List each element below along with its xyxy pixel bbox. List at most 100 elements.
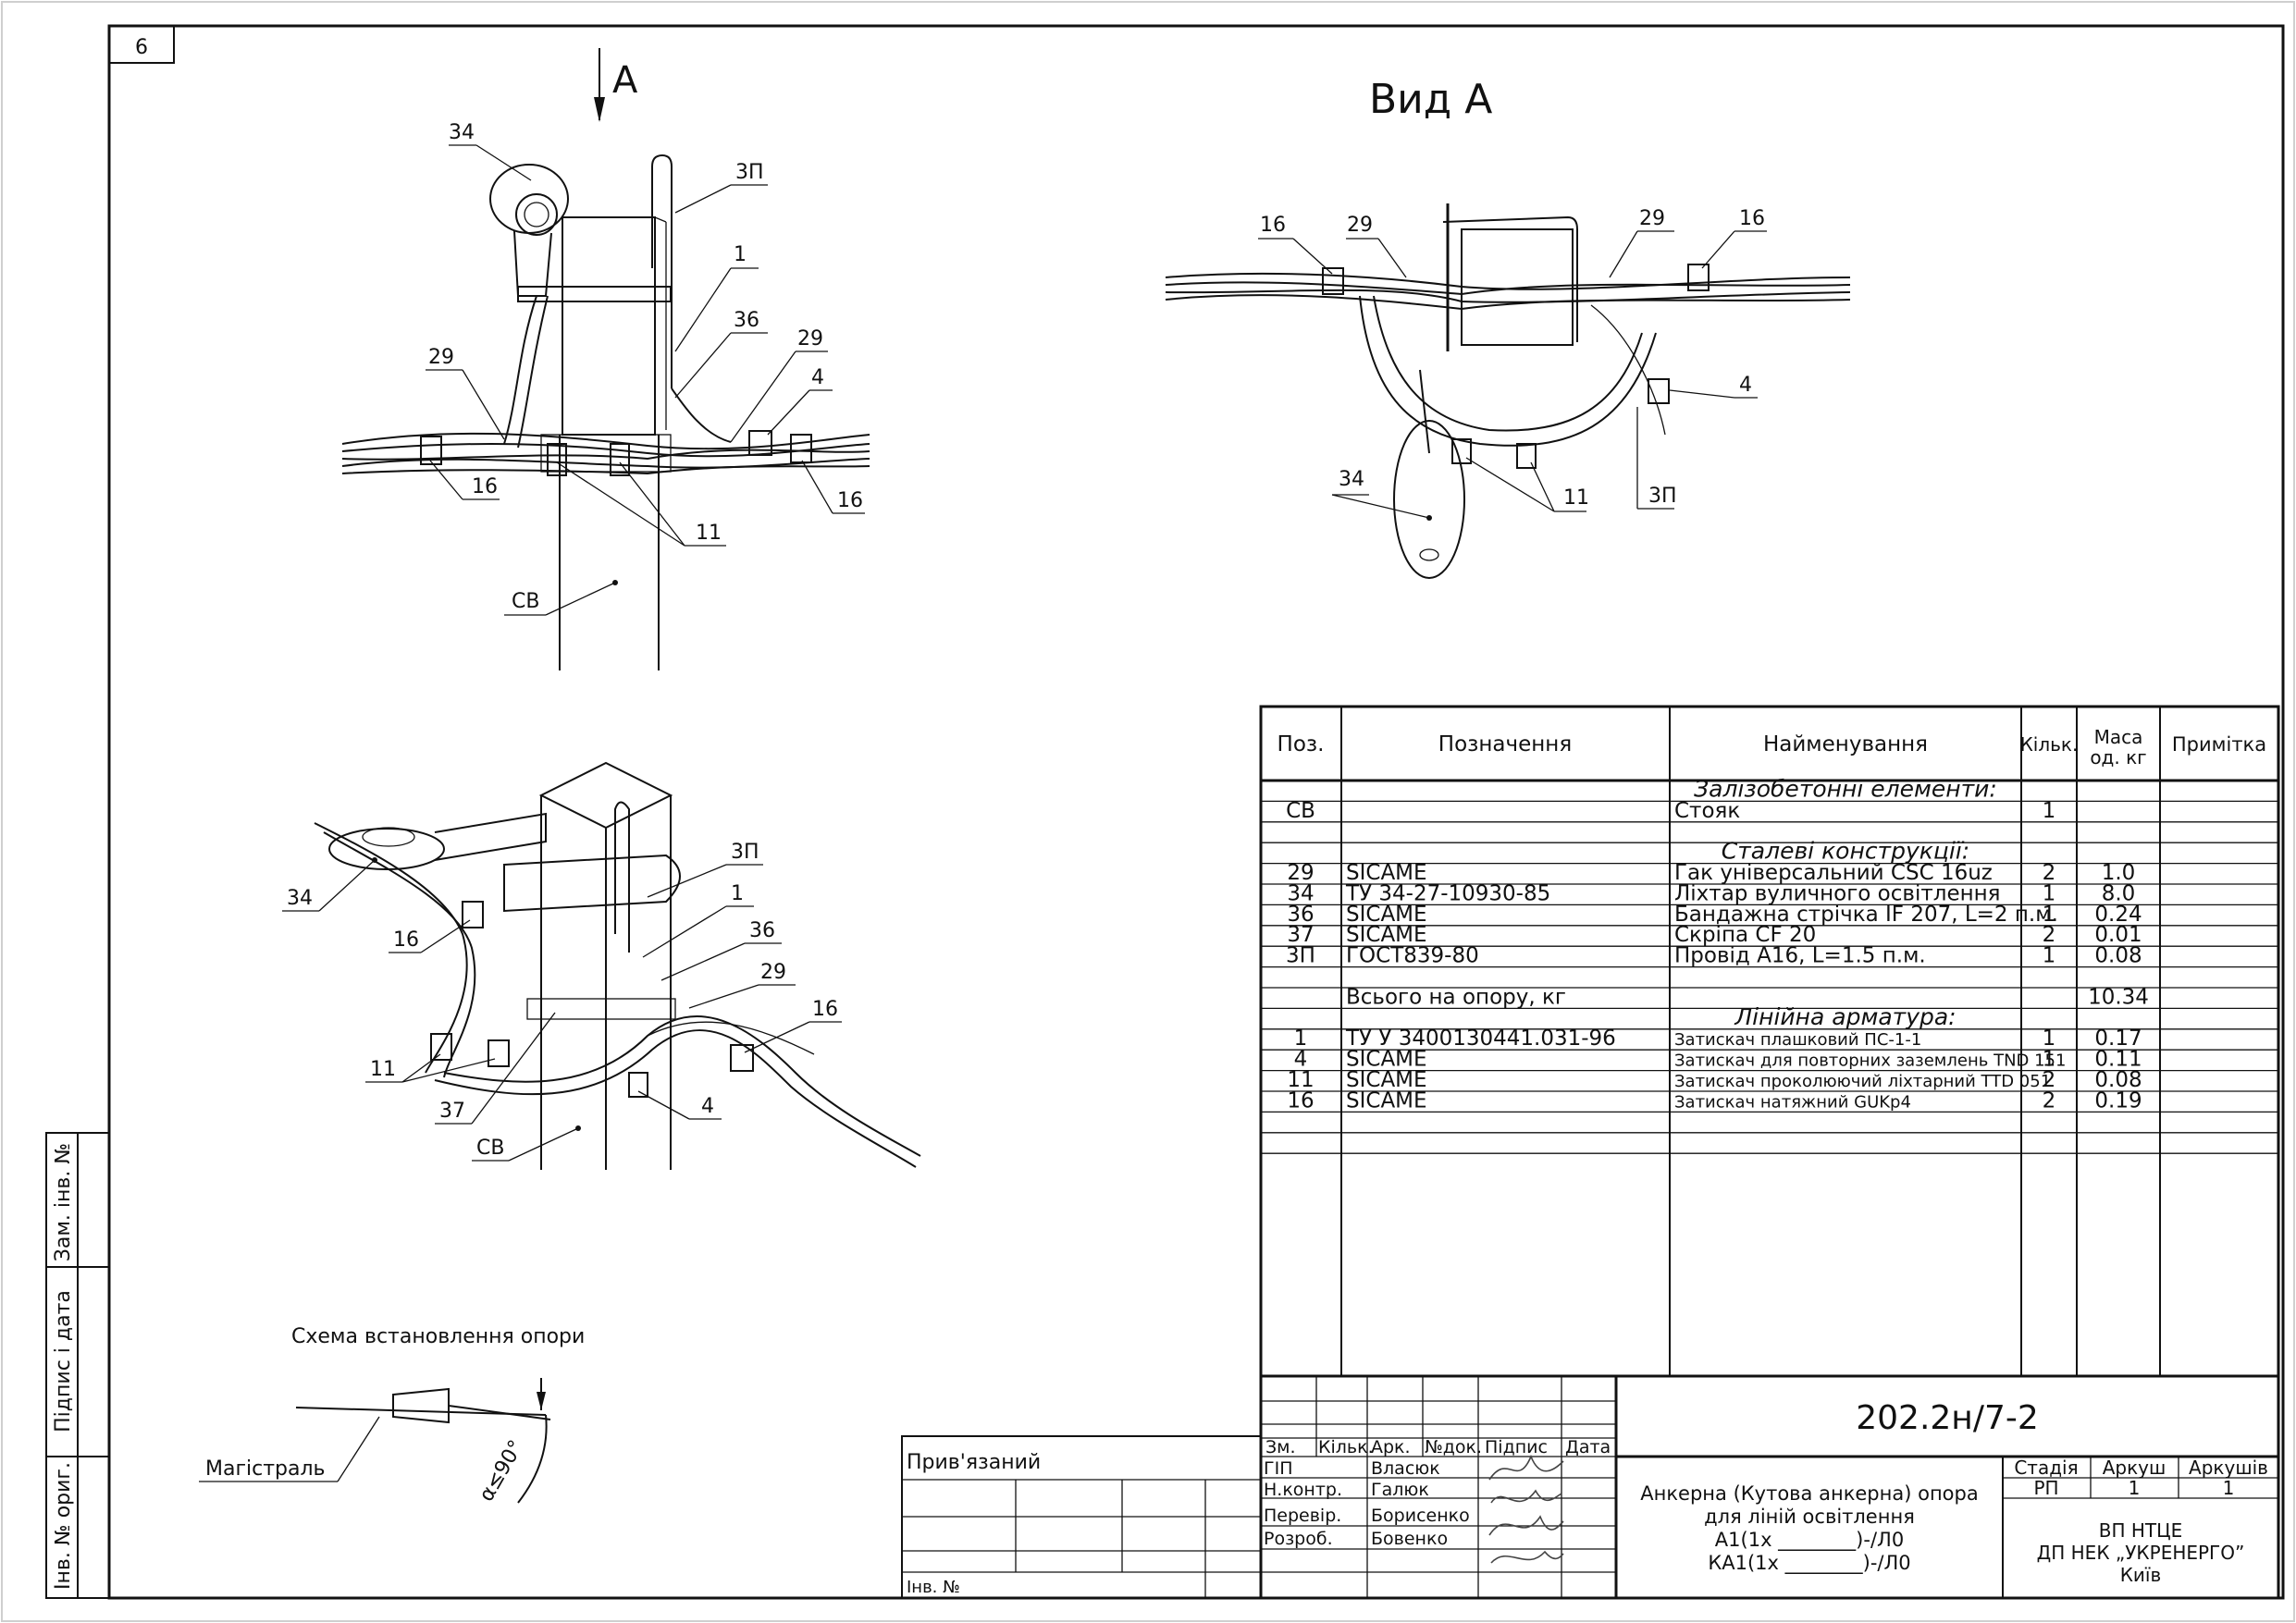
table-cell-pos: 4 bbox=[1294, 1048, 1308, 1072]
svg-text:1: 1 bbox=[734, 243, 747, 266]
table-cell-name: Затискач для повторних заземлень TND 151 bbox=[1674, 1051, 2066, 1071]
header-pos: Поз. bbox=[1278, 732, 1325, 756]
scheme-line-label: Магістраль bbox=[205, 1457, 326, 1481]
table-cell-name: Затискач натяжний GUKp4 bbox=[1674, 1092, 1911, 1112]
stamp-orig-inv: Інв. № ориг. bbox=[52, 1462, 75, 1590]
svg-text:34: 34 bbox=[287, 887, 313, 910]
front-view: A 34 3П bbox=[341, 48, 870, 670]
svg-text:16: 16 bbox=[837, 489, 863, 512]
svg-text:СВ: СВ bbox=[512, 590, 539, 613]
svg-text:29: 29 bbox=[797, 327, 823, 350]
table-cell-code: SICAME bbox=[1346, 923, 1427, 947]
title-block: Прив'язаний Інв. № Зм. Кільк. Арк. №док. bbox=[901, 1374, 2280, 1600]
svg-text:34: 34 bbox=[449, 121, 475, 144]
svg-text:3П: 3П bbox=[1648, 485, 1677, 508]
top-view: Вид А 16 29 29 16 4 3П bbox=[1165, 76, 1851, 579]
svg-text:4: 4 bbox=[811, 366, 824, 389]
svg-text:11: 11 bbox=[696, 522, 722, 545]
scheme-angle-label: α≤90° bbox=[475, 1436, 529, 1506]
header-code: Позначення bbox=[1438, 732, 1572, 756]
table-cell-mass: 0.11 bbox=[2094, 1048, 2142, 1072]
svg-text:4: 4 bbox=[701, 1095, 714, 1118]
svg-text:16: 16 bbox=[472, 475, 498, 498]
svg-text:36: 36 bbox=[734, 309, 759, 332]
table-section-title: Залізобетонні елементи: bbox=[1694, 775, 1997, 802]
table-cell-name: Гак універсальний CSC 16uz bbox=[1674, 861, 1993, 885]
table-cell-mass: 0.19 bbox=[2094, 1088, 2142, 1113]
table-cell-qty: 1 bbox=[2043, 944, 2056, 968]
svg-text:3П: 3П bbox=[731, 841, 759, 864]
table-cell-pos: 34 bbox=[1287, 881, 1314, 905]
svg-text:1: 1 bbox=[731, 882, 744, 905]
svg-text:Власюк: Власюк bbox=[1371, 1458, 1440, 1479]
svg-text:29: 29 bbox=[1347, 214, 1373, 237]
svg-text:4: 4 bbox=[1739, 374, 1752, 397]
svg-text:ДП НЕК „УКРЕНЕРГО”: ДП НЕК „УКРЕНЕРГО” bbox=[2037, 1542, 2245, 1564]
svg-text:Галюк: Галюк bbox=[1371, 1480, 1429, 1500]
header-note: Примітка bbox=[2172, 733, 2266, 756]
table-cell-pos: 11 bbox=[1287, 1068, 1314, 1092]
table-cell-pos: 29 bbox=[1287, 861, 1314, 885]
table-cell-mass: 0.08 bbox=[2094, 1068, 2142, 1092]
table-cell-name: Стояк bbox=[1674, 799, 1740, 823]
table-cell-pos: СВ bbox=[1286, 799, 1315, 823]
table-cell-mass: 0.01 bbox=[2094, 923, 2142, 947]
svg-text:16: 16 bbox=[812, 998, 838, 1021]
svg-text:для ліній освітлення: для ліній освітлення bbox=[1704, 1506, 1915, 1528]
specification-table: Поз. Позначення Найменування Кільк. Маса… bbox=[1259, 705, 2280, 1378]
table-cell-qty: 1 bbox=[2043, 903, 2056, 927]
installation-scheme: Схема встановлення опори Магістраль α≤90… bbox=[199, 1325, 585, 1506]
svg-text:Київ: Київ bbox=[2120, 1564, 2162, 1586]
view-arrow-label: A bbox=[612, 59, 638, 102]
table-cell-code: ТУ 34-27-10930-85 bbox=[1345, 881, 1550, 905]
linked-label: Прив'язаний bbox=[907, 1451, 1041, 1474]
table-cell-mass: 0.24 bbox=[2094, 903, 2142, 927]
svg-text:ВП НТЦЕ: ВП НТЦЕ bbox=[2099, 1519, 2183, 1542]
scheme-title: Схема встановлення опори bbox=[291, 1325, 585, 1348]
svg-text:Аркушів: Аркушів bbox=[2189, 1457, 2268, 1479]
svg-text:КА1(1х ________)-/Л0: КА1(1х ________)-/Л0 bbox=[1708, 1552, 1910, 1575]
table-cell-qty: 1 bbox=[2043, 1027, 2056, 1051]
stamp-replace-inv: Зам. інв. № bbox=[52, 1143, 75, 1262]
svg-text:Дата: Дата bbox=[1565, 1437, 1611, 1457]
table-cell-qty: 1 bbox=[2043, 799, 2056, 823]
svg-text:Аркуш: Аркуш bbox=[2103, 1457, 2166, 1479]
isometric-view: 3П 1 36 29 16 34 16 11 37 СВ 4 bbox=[282, 761, 921, 1170]
table-cell-mass: 0.17 bbox=[2094, 1027, 2142, 1051]
svg-text:29: 29 bbox=[760, 961, 786, 984]
table-cell-code: Всього на опору, кг bbox=[1346, 985, 1566, 1009]
table-cell-code: SICAME bbox=[1346, 1048, 1427, 1072]
svg-text:Перевір.: Перевір. bbox=[1264, 1506, 1341, 1526]
table-cell-name: Ліхтар вуличного освітлення bbox=[1674, 881, 2001, 905]
table-cell-qty: 2 bbox=[2043, 1068, 2056, 1092]
svg-text:Арк.: Арк. bbox=[1371, 1437, 1411, 1457]
table-cell-qty: 1 bbox=[2043, 881, 2056, 905]
stamp-signature-date: Підпис і дата bbox=[52, 1290, 75, 1432]
table-cell-name: Бандажна стрічка IF 207, L=2 п.м. bbox=[1674, 903, 2058, 927]
svg-text:СВ: СВ bbox=[476, 1137, 504, 1160]
table-cell-code: ГОСТ839-80 bbox=[1346, 944, 1479, 968]
svg-text:Анкерна (Кутова анкерна) опора: Анкерна (Кутова анкерна) опора bbox=[1640, 1482, 1978, 1505]
svg-text:29: 29 bbox=[428, 346, 454, 369]
svg-text:3П: 3П bbox=[735, 161, 764, 184]
svg-text:16: 16 bbox=[393, 928, 419, 952]
table-cell-code: SICAME bbox=[1346, 1068, 1427, 1092]
table-cell-mass: 0.08 bbox=[2094, 944, 2142, 968]
table-cell-code: ТУ У 3400130441.031-96 bbox=[1345, 1027, 1616, 1051]
table-cell-pos: 37 bbox=[1287, 923, 1314, 947]
table-cell-qty: 2 bbox=[2043, 923, 2056, 947]
svg-text:А1(1х ________)-/Л0: А1(1х ________)-/Л0 bbox=[1715, 1529, 1904, 1552]
svg-text:1: 1 bbox=[2223, 1477, 2235, 1499]
table-cell-qty: 1 bbox=[2043, 1048, 2056, 1072]
table-cell-pos: 16 bbox=[1287, 1088, 1314, 1113]
table-cell-name: Провід А16, L=1.5 п.м. bbox=[1674, 944, 1926, 968]
header-name: Найменування bbox=[1763, 732, 1928, 756]
svg-text:Підпис: Підпис bbox=[1485, 1437, 1548, 1457]
table-cell-qty: 2 bbox=[2043, 1088, 2056, 1113]
svg-text:37: 37 bbox=[439, 1100, 465, 1123]
table-cell-mass: 1.0 bbox=[2102, 861, 2136, 885]
svg-text:36: 36 bbox=[749, 919, 775, 942]
